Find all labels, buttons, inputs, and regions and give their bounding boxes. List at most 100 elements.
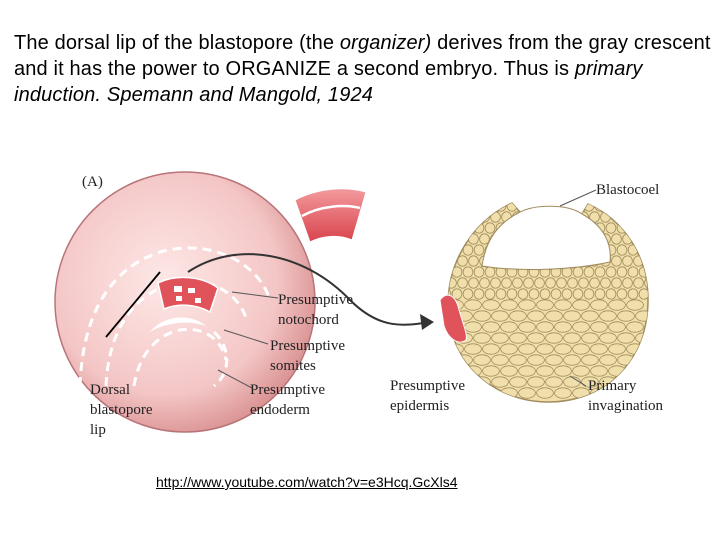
host-cell bbox=[545, 310, 563, 322]
host-cell bbox=[484, 203, 496, 212]
host-cell bbox=[583, 266, 595, 278]
host-cell bbox=[622, 277, 633, 289]
organizer-cell-mark bbox=[188, 288, 195, 293]
host-cell bbox=[500, 343, 518, 355]
headline-part-2: derives from the gray crescent and it ha… bbox=[14, 32, 711, 80]
host-cell bbox=[464, 321, 482, 333]
host-cell bbox=[626, 321, 644, 333]
host-cell bbox=[554, 321, 572, 333]
host-cell bbox=[627, 222, 639, 234]
host-cell bbox=[457, 277, 468, 289]
host-cell bbox=[635, 376, 648, 388]
host-cell bbox=[490, 277, 501, 289]
host-cell bbox=[608, 321, 626, 333]
host-cell bbox=[600, 277, 611, 289]
host-cell bbox=[495, 288, 507, 300]
host-cell bbox=[563, 310, 581, 322]
host-cell bbox=[590, 343, 608, 355]
host-cell bbox=[554, 365, 572, 377]
host-cell bbox=[495, 203, 507, 212]
host-cell bbox=[536, 321, 554, 333]
host-cell bbox=[626, 365, 644, 377]
host-cell bbox=[464, 343, 482, 355]
host-cell bbox=[536, 343, 554, 355]
host-cell bbox=[448, 343, 464, 355]
host-cell bbox=[638, 288, 648, 300]
host-cell bbox=[491, 376, 509, 388]
host-cell bbox=[509, 310, 527, 322]
host-cell bbox=[462, 203, 474, 212]
youtube-video-link[interactable]: http://www.youtube.com/watch?v=e3Hcq.GcX… bbox=[156, 474, 458, 490]
host-cell bbox=[527, 310, 545, 322]
host-cell bbox=[464, 387, 482, 399]
host-gastrula bbox=[439, 202, 649, 403]
host-cell bbox=[473, 332, 491, 344]
host-cell bbox=[599, 354, 617, 366]
host-cell bbox=[545, 277, 556, 289]
host-cell bbox=[509, 332, 527, 344]
host-cell bbox=[581, 332, 599, 344]
host-cell bbox=[627, 203, 639, 212]
host-cell bbox=[563, 332, 581, 344]
host-cell bbox=[594, 288, 606, 300]
host-cell bbox=[448, 354, 455, 366]
host-cell bbox=[589, 277, 600, 289]
host-cell bbox=[556, 277, 567, 289]
label-epidermis-line-1: Presumptive bbox=[390, 378, 465, 394]
host-cell bbox=[563, 354, 581, 366]
label-invagination-line-1: Primary bbox=[588, 378, 637, 394]
host-cell bbox=[506, 288, 518, 300]
host-cell bbox=[473, 266, 485, 278]
host-cell bbox=[572, 321, 590, 333]
host-cell bbox=[484, 266, 496, 278]
host-cell bbox=[633, 277, 644, 289]
host-cell bbox=[611, 277, 622, 289]
host-cell bbox=[462, 266, 474, 278]
host-cell bbox=[626, 343, 644, 355]
host-cell bbox=[644, 233, 648, 245]
host-cell bbox=[518, 365, 536, 377]
host-cell bbox=[545, 376, 563, 388]
grafted-organizer-cells bbox=[439, 294, 467, 343]
invagination-leader bbox=[569, 375, 587, 387]
transplant-arrow bbox=[187, 253, 431, 326]
host-cell bbox=[554, 343, 572, 355]
host-cell bbox=[561, 288, 573, 300]
host-cell bbox=[611, 255, 622, 267]
host-cell bbox=[500, 387, 518, 399]
host-cell bbox=[616, 244, 628, 256]
host-cell bbox=[451, 288, 463, 300]
host-cell bbox=[567, 277, 578, 289]
host-cell bbox=[644, 277, 648, 289]
host-cell bbox=[572, 343, 590, 355]
host-cell bbox=[539, 288, 551, 300]
host-cell bbox=[590, 299, 608, 311]
host-cell bbox=[451, 203, 463, 212]
host-cell bbox=[599, 310, 617, 322]
host-cell bbox=[464, 299, 482, 311]
host-cell bbox=[468, 233, 479, 245]
host-cell bbox=[468, 211, 479, 223]
label-blastocoel: Blastocoel bbox=[596, 182, 659, 198]
host-cell bbox=[473, 310, 491, 322]
host-cell bbox=[616, 266, 628, 278]
host-cell bbox=[509, 376, 527, 388]
host-cell bbox=[518, 343, 536, 355]
dashed-boundary-outer bbox=[78, 246, 272, 387]
host-cell bbox=[473, 354, 491, 366]
organizer-cell-mark bbox=[195, 298, 201, 303]
host-cell bbox=[518, 387, 536, 399]
host-cell bbox=[509, 354, 527, 366]
label-dorsal-lip-line-2: blastopore bbox=[90, 402, 153, 418]
host-cell bbox=[633, 211, 644, 223]
endoderm-leader bbox=[217, 369, 253, 389]
label-epidermis-line-2: epidermis bbox=[390, 398, 449, 414]
label-dorsal-lip-line-3: lip bbox=[90, 422, 106, 438]
host-cell bbox=[484, 288, 496, 300]
host-cell bbox=[448, 233, 457, 245]
host-cell bbox=[605, 266, 617, 278]
explanted-organizer-piece bbox=[294, 188, 367, 243]
host-cell bbox=[627, 288, 639, 300]
host-cell bbox=[581, 354, 599, 366]
host-cell bbox=[448, 222, 452, 234]
